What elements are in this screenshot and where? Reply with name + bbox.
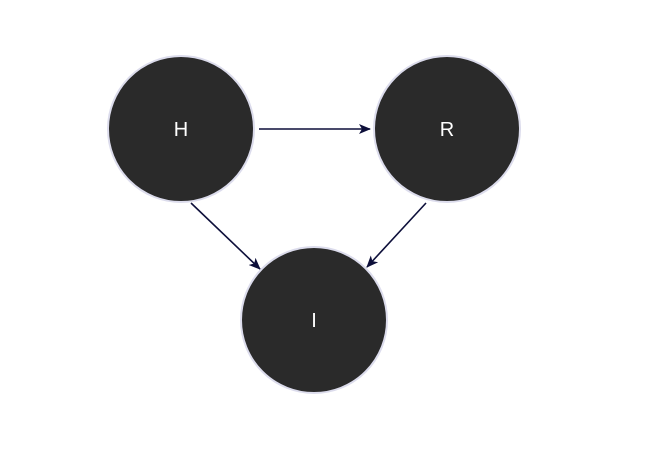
node-h-circle [107,55,255,203]
node-r-label: R [440,119,454,141]
node-r-circle [373,55,521,203]
edge-h-to-i [190,202,261,270]
node-i-circle [240,246,388,394]
edge-r-to-i [366,202,427,268]
node-r[interactable]: R [373,55,521,203]
node-i-label: I [311,310,317,332]
node-h[interactable]: H [107,55,255,203]
edges [190,124,427,270]
node-h-label: H [174,119,188,141]
node-i[interactable]: I [240,246,388,394]
